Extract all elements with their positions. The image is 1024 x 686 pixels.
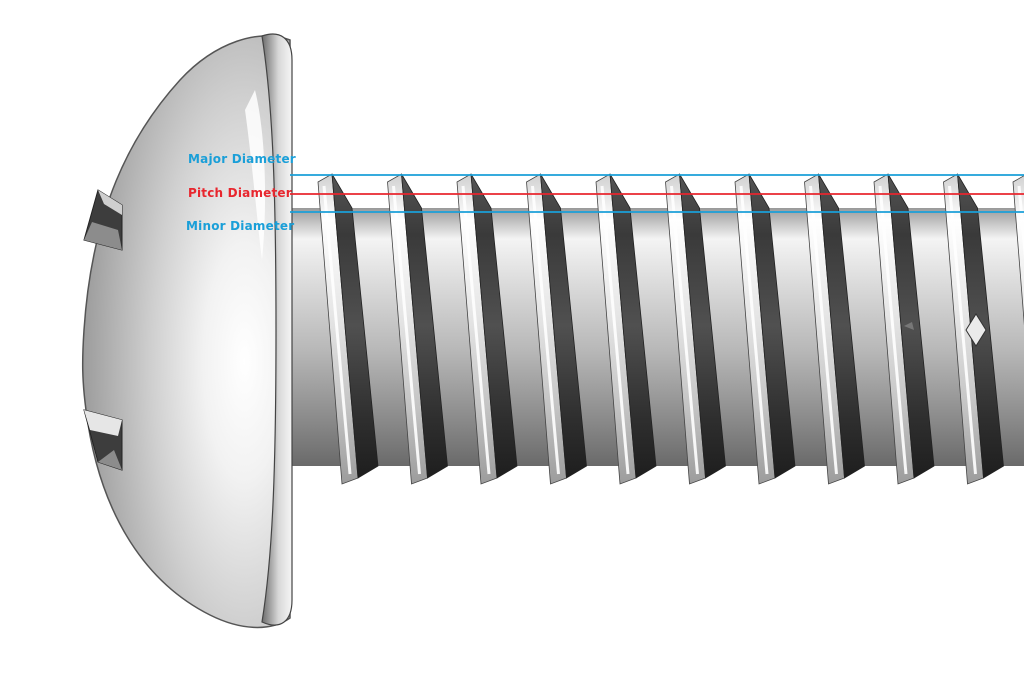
thread-highlight [322, 185, 352, 475]
thread-highlight [809, 185, 838, 475]
thread-highlight [1017, 185, 1024, 259]
thread-crest [804, 173, 865, 485]
thread-crest [317, 173, 379, 485]
thread-crest [595, 173, 657, 485]
thread-crest [665, 173, 726, 485]
thread-highlight [670, 185, 699, 475]
thread-crest [526, 173, 587, 485]
lower-slot [83, 409, 123, 471]
head-highlight [245, 90, 266, 260]
thread-flank-dark [540, 173, 587, 479]
thread-crest [387, 173, 448, 485]
thread-highlight [461, 185, 491, 475]
major-diameter-label: Major Diameter [188, 152, 296, 166]
head-dome [81, 35, 291, 629]
thread-highlight [600, 185, 630, 475]
thread-flank-dark [609, 173, 657, 479]
thread-crests [317, 173, 1024, 485]
thread-mark [965, 313, 987, 347]
thread-flank-dark [818, 173, 865, 479]
upper-slot [83, 189, 123, 251]
minor-diameter-label: Minor Diameter [186, 219, 294, 233]
thread-crest [734, 173, 796, 485]
thread-highlight [392, 185, 421, 475]
thread-flank-dark [470, 173, 518, 479]
thread-highlight [531, 185, 560, 475]
screw-head [81, 33, 293, 629]
head-rim [261, 33, 293, 626]
thread-flank-dark [401, 173, 448, 479]
thread-flank-dark [748, 173, 796, 479]
thread-crest [456, 173, 518, 485]
thread-flank-dark [331, 173, 379, 479]
thread-highlight [739, 185, 769, 475]
thread-flank-dark [679, 173, 726, 479]
pitch-diameter-label: Pitch Diameter [188, 186, 292, 200]
thread-mark [904, 322, 914, 330]
dimension-lines [290, 174, 1024, 213]
thread-highlight [948, 185, 977, 475]
thread-highlight [878, 185, 908, 475]
threaded-shank [290, 173, 1024, 485]
